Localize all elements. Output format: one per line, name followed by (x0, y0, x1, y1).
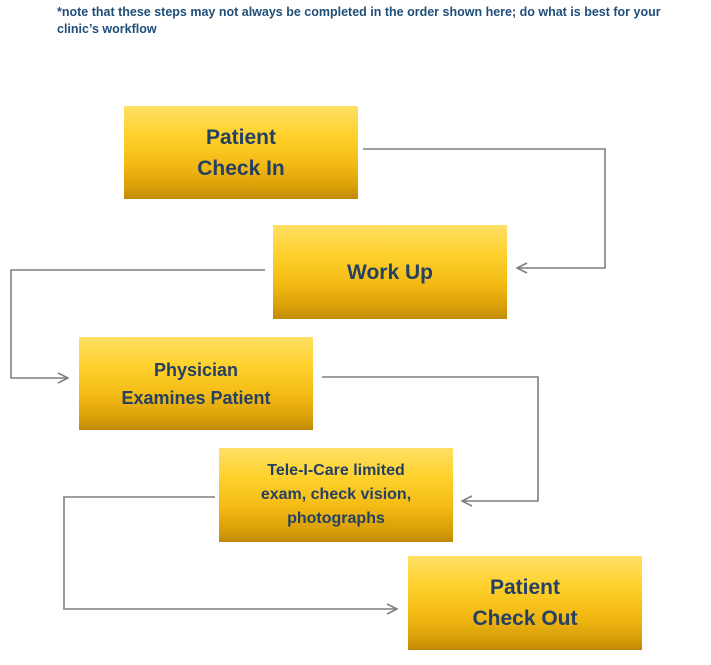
step-label-line1: Tele-I-Care limited (267, 462, 405, 479)
step-patient-check-in: Patient Check In (124, 106, 358, 199)
step-label-line3: photographs (287, 510, 385, 527)
connector-checkin-to-workup (363, 148, 606, 268)
connector-workup-to-physician (10, 269, 265, 378)
step-label-line2: exam, check vision, (260, 486, 412, 503)
connector-physician-to-teleicare (322, 376, 539, 501)
step-patient-check-out: Patient Check Out (408, 556, 642, 650)
connector-teleicare-to-checkout (63, 496, 397, 609)
step-label-line1: Physician (153, 359, 239, 380)
step-label-line2: Check In (197, 156, 285, 180)
step-label-line1: Patient (489, 576, 560, 599)
step-label-line1: Work Up (347, 260, 433, 284)
step-work-up: Work Up (273, 225, 507, 319)
step-physician-examines-patient: Physician Examines Patient (79, 337, 313, 430)
workflow-note: *note that these steps may not always be… (57, 5, 661, 36)
step-tele-i-care-exam: Tele-I-Care limited exam, check vision, … (219, 448, 453, 542)
step-label-line2: Check Out (472, 607, 578, 630)
step-label-line2: Examines Patient (121, 387, 271, 408)
step-label-line1: Patient (205, 125, 276, 149)
